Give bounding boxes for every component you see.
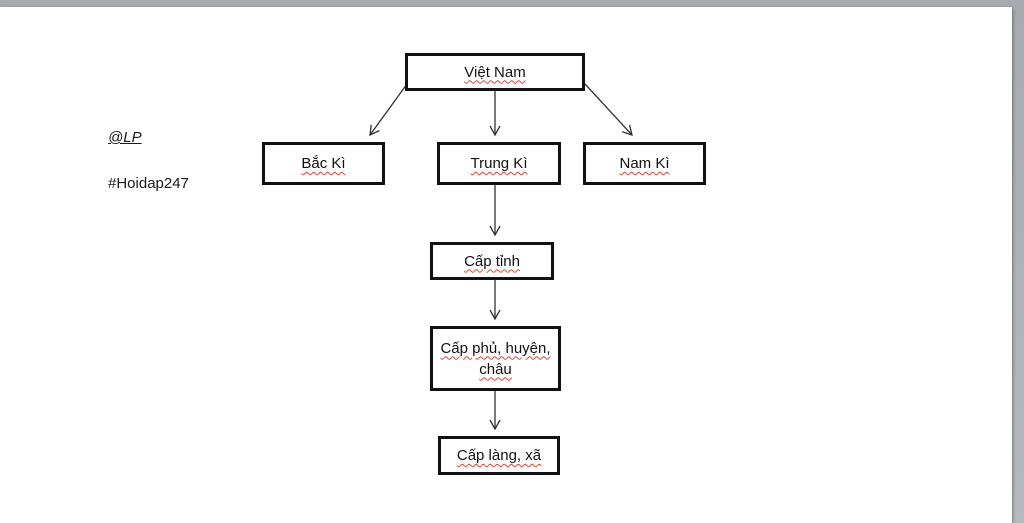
- node-cap-phu-huyen-chau-label: Cấp phủ, huyện, châu: [440, 339, 551, 378]
- node-bac-ki-label: Bắc Kì: [301, 155, 346, 172]
- node-viet-nam-label: Việt Nam: [464, 63, 526, 81]
- node-bac-ki: Bắc Kì: [262, 142, 385, 185]
- node-cap-phu-huyen-chau: Cấp phủ, huyện, châu: [430, 326, 561, 391]
- node-cap-lang-xa: Cấp làng, xã: [438, 436, 560, 475]
- node-nam-ki-label: Nam Kì: [619, 155, 670, 172]
- node-cap-lang-xa-label: Cấp làng, xã: [456, 447, 542, 464]
- node-cap-tinh: Cấp tỉnh: [430, 242, 554, 280]
- node-viet-nam: Việt Nam: [405, 53, 585, 91]
- node-trung-ki: Trung Kì: [437, 142, 561, 185]
- connector-lines: [369, 83, 633, 431]
- arrow-viet-nam-to-bac-ki: [369, 83, 408, 137]
- arrow-viet-nam-to-nam-ki: [584, 83, 633, 136]
- node-nam-ki: Nam Kì: [583, 142, 706, 185]
- author-tag: @LP: [108, 129, 142, 146]
- node-trung-ki-label: Trung Kì: [470, 155, 528, 172]
- node-cap-tinh-label: Cấp tỉnh: [464, 252, 520, 270]
- hashtag-label: #Hoidap247: [108, 175, 189, 192]
- document-page: @LP #Hoidap247 Việt Nam Bắc Kì Trung Kì: [0, 7, 1012, 523]
